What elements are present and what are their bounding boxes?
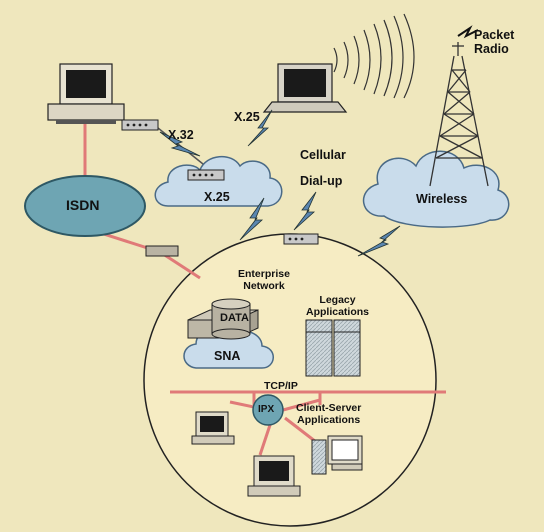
packet-radio-label: Packet Radio [474, 28, 515, 56]
antenna-bolt-icon [457, 25, 479, 39]
wireless-cloud [362, 150, 510, 228]
x25-modem-icon [187, 169, 225, 181]
desktop-computer-icon [47, 63, 125, 124]
data-storage-icon [211, 298, 251, 340]
wireless-bolts [159, 109, 401, 257]
x25-bolt-icon [247, 109, 273, 147]
ipx-right-link [282, 398, 321, 412]
x25-cloud-label: X.25 [204, 190, 230, 204]
wireless-label: Wireless [416, 192, 468, 206]
client-pc-bottom-icon [247, 455, 301, 497]
modem-icon [121, 119, 159, 131]
x32-bolt-icon [159, 131, 201, 157]
client-server-label: Client-Server Applications [296, 402, 362, 426]
sna-label: SNA [214, 349, 241, 363]
x25-enterprise-bolt-icon [239, 197, 265, 241]
tcpip-label: TCP/IP [264, 380, 298, 392]
data-label: DATA [220, 312, 249, 324]
radio-waves [333, 13, 415, 99]
legacy-servers-icon [305, 319, 361, 377]
dialup-label: Dial-up [300, 174, 343, 188]
laptop-icon [262, 63, 348, 113]
cellular-bolt-icon [293, 191, 317, 231]
isdn-modem-icon [145, 245, 179, 257]
legacy-applications-label: Legacy Applications [306, 294, 370, 318]
ipx-node [252, 394, 284, 426]
x25-cloud [154, 156, 283, 207]
wireless-enterprise-bolt-icon [357, 225, 401, 257]
isdn-ellipse [24, 175, 146, 237]
client-tower-icon [311, 435, 363, 475]
isdn-label: ISDN [66, 197, 100, 213]
ipx-bottom-link [258, 424, 272, 456]
cellular-modem-icon [283, 233, 319, 245]
enterprise-network-label: Enterprise Network [238, 268, 290, 292]
client-pc-left-icon [191, 411, 235, 445]
radio-tower [429, 42, 489, 187]
x32-label: X.32 [168, 128, 194, 142]
x25-top-label: X.25 [234, 110, 260, 124]
ipx-label: IPX [258, 404, 275, 415]
cellular-label: Cellular [300, 148, 346, 162]
